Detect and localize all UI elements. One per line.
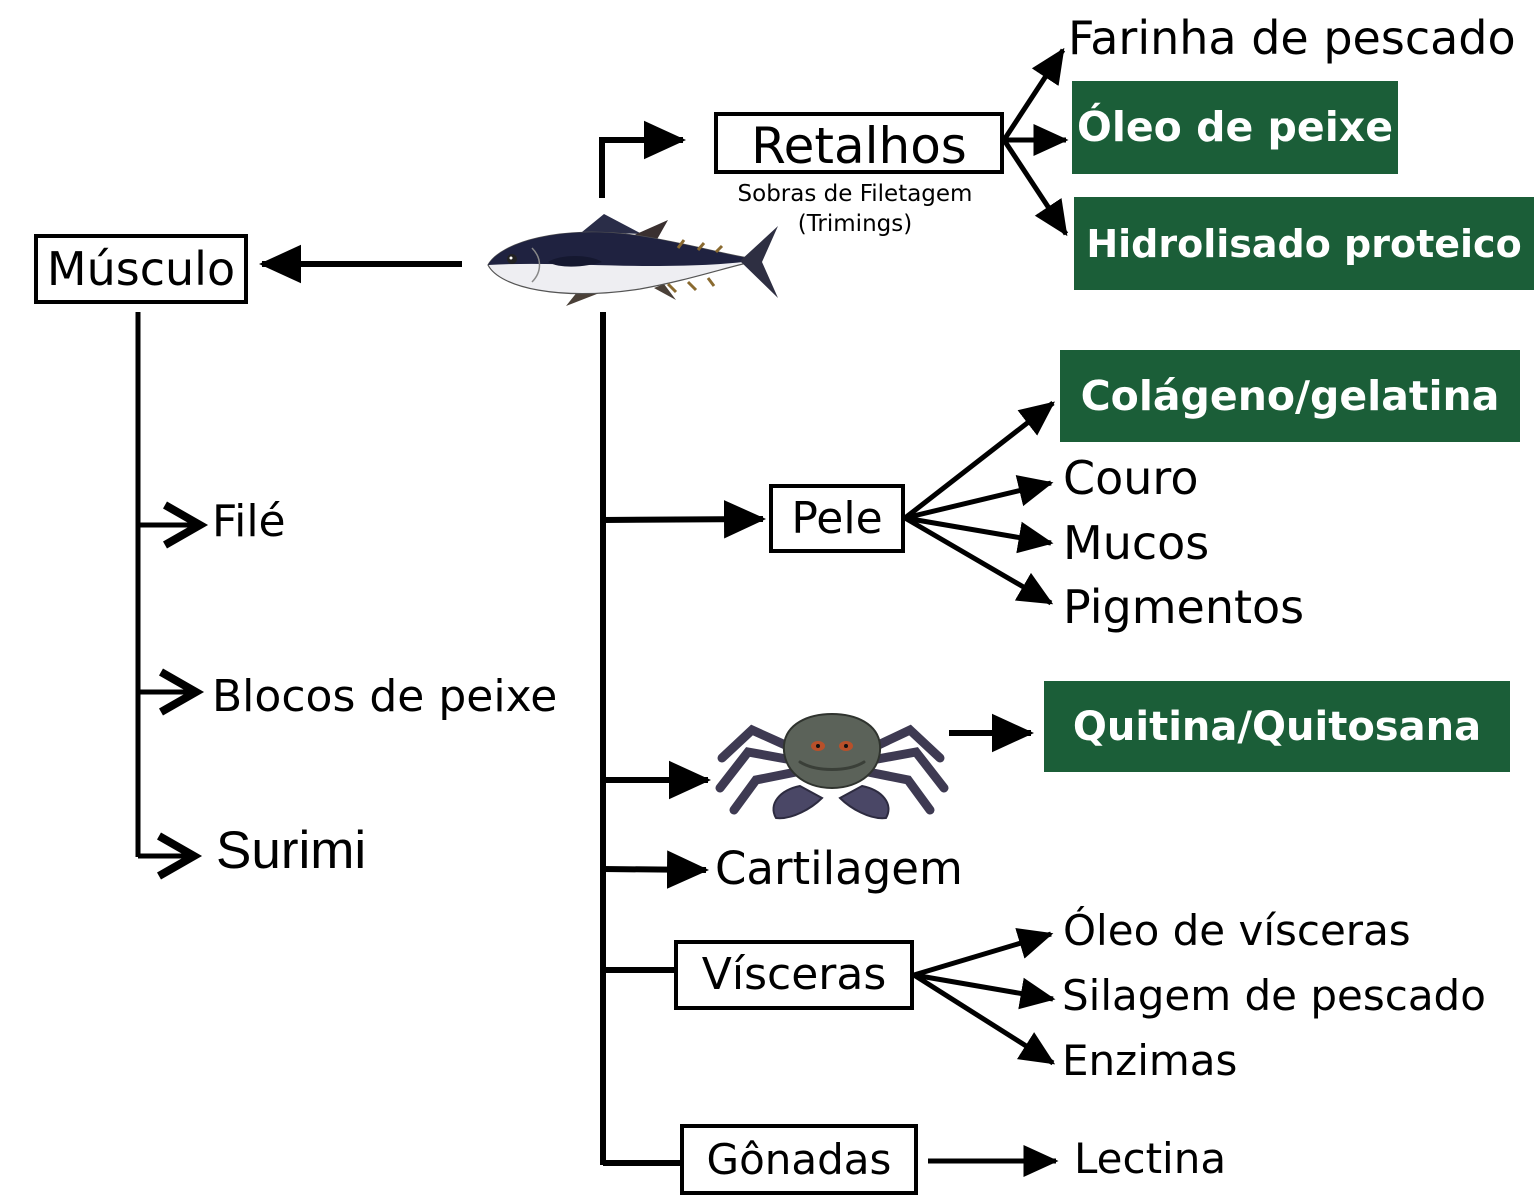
silagem-label: Silagem de pescado <box>1062 971 1486 1020</box>
quitina-box: Quitina/Quitosana <box>1044 681 1510 772</box>
enzimas-label: Enzimas <box>1062 1036 1238 1085</box>
hidrolisado-label: Hidrolisado proteico <box>1086 221 1522 266</box>
mucos-label: Mucos <box>1063 516 1210 570</box>
oleo-visceras-label: Óleo de vísceras <box>1063 906 1411 955</box>
musculo-branches <box>135 312 209 880</box>
retalhos-box: Retalhos <box>714 112 1004 174</box>
cartilagem-label: Cartilagem <box>715 842 963 895</box>
pele-arrow <box>602 500 766 539</box>
musculo-label: Músculo <box>46 242 236 296</box>
oleo-de-peixe-box: Óleo de peixe <box>1072 81 1398 174</box>
visceras-label: Vísceras <box>701 949 887 1000</box>
byproduct-trunk <box>599 120 766 1166</box>
lectina-label: Lectina <box>1074 1134 1227 1183</box>
retalhos-label: Retalhos <box>751 117 967 175</box>
retalhos-note-line1: Sobras de Filetagem <box>737 181 973 207</box>
retalhos-note-line2: (Trimings) <box>797 210 913 237</box>
visceras-branches <box>912 927 1056 1066</box>
retalhos-branches <box>1001 47 1069 237</box>
blocos-label: Blocos de peixe <box>212 671 558 722</box>
colageno-box: Colágeno/gelatina <box>1060 350 1520 442</box>
quitina-label: Quitina/Quitosana <box>1072 703 1482 750</box>
cartilagem-arrow <box>602 850 709 889</box>
tuna-fish-icon <box>487 214 778 306</box>
surimi-label: Surimi <box>216 821 367 880</box>
pele-label: Pele <box>791 492 883 544</box>
musculo-box: Músculo <box>34 234 248 304</box>
pigmentos-label: Pigmentos <box>1063 580 1305 634</box>
oleo-de-peixe-label: Óleo de peixe <box>1076 103 1394 151</box>
gonadas-box: Gônadas <box>680 1124 918 1195</box>
retalhos-note: Sobras de Filetagem (Trimings) <box>718 180 992 240</box>
colageno-label: Colágeno/gelatina <box>1080 371 1500 420</box>
gonadas-label: Gônadas <box>706 1134 892 1184</box>
farinha-label: Farinha de pescado <box>1068 11 1516 65</box>
visceras-box: Vísceras <box>674 940 914 1010</box>
pele-branches <box>903 401 1055 606</box>
crab-icon <box>715 712 949 820</box>
file-label: Filé <box>212 496 286 547</box>
couro-label: Couro <box>1063 451 1199 505</box>
pele-box: Pele <box>769 484 905 553</box>
hidrolisado-box: Hidrolisado proteico <box>1074 197 1534 290</box>
